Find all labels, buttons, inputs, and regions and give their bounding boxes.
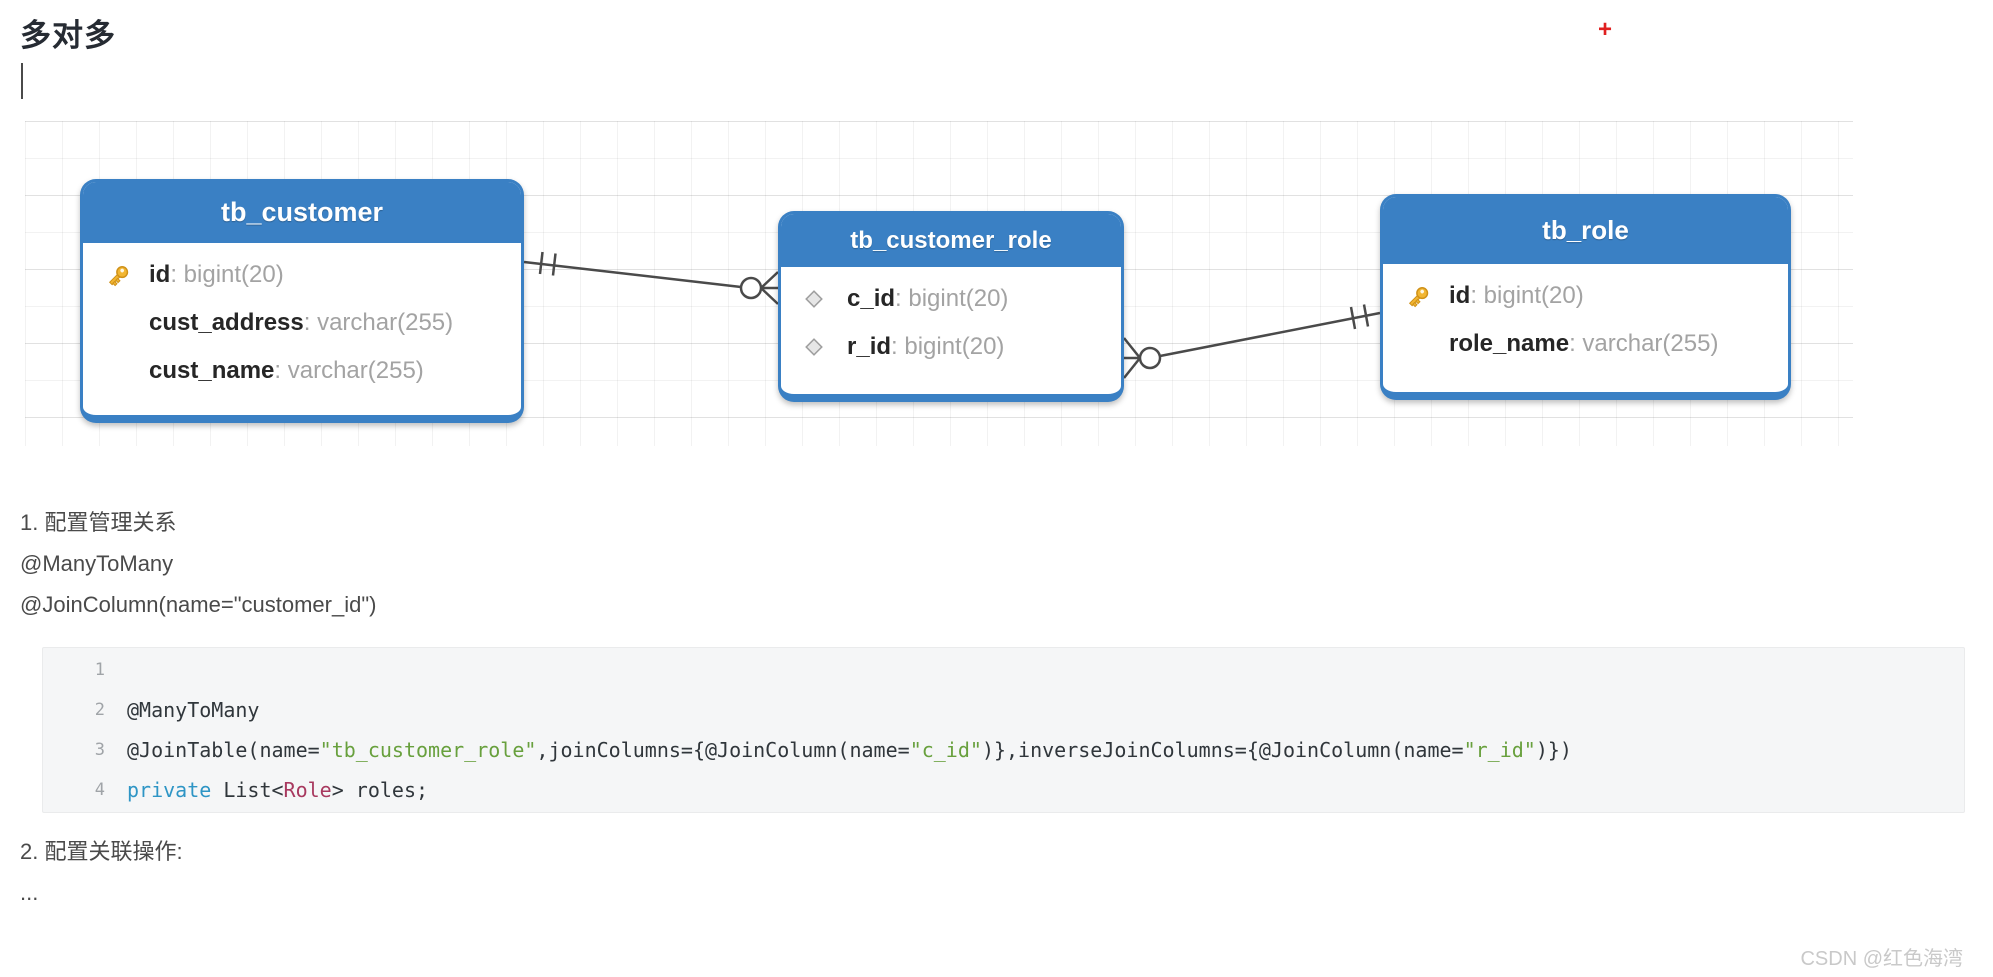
note-ellipsis: ... <box>20 880 39 905</box>
er-table-title: tb_customer_role <box>781 214 1121 267</box>
notes-section: 1. 配置管理关系 @ManyToMany @JoinColumn(name="… <box>20 502 1993 625</box>
notes-section-2: 2. 配置关联操作: ... <box>20 831 1993 913</box>
field-name: r_id <box>847 333 892 360</box>
er-table-tb_customer_role: tb_customer_role c_id: bigint(20) r_id: … <box>778 211 1124 402</box>
er-table-fields: id: bigint(20)role_name: varchar(255) <box>1383 264 1788 368</box>
code-line: 3@JoinTable(name="tb_customer_role",join… <box>43 730 1964 770</box>
field-type: : bigint(20) <box>1470 282 1584 309</box>
er-table-fields: id: bigint(20)cust_address: varchar(255)… <box>83 243 521 395</box>
field-type: : bigint(20) <box>170 261 284 288</box>
key-icon <box>108 265 129 286</box>
code-token-plain: List< <box>211 778 284 802</box>
er-table-fields: c_id: bigint(20) r_id: bigint(20) <box>781 267 1121 371</box>
code-text: private List<Role> roles; <box>105 778 428 802</box>
code-line: 2 @ManyToMany <box>43 690 1964 730</box>
primary-key-icon-slot <box>105 262 149 289</box>
line-number: 1 <box>94 660 105 680</box>
code-token-type: Role <box>283 778 332 802</box>
editor-text-line[interactable] <box>21 62 1993 100</box>
code-token-plain: @ManyToMany <box>127 698 260 722</box>
er-field-row: id: bigint(20) <box>83 251 521 299</box>
code-token-string: "r_id" <box>1463 738 1536 762</box>
note-item-1: 1. 配置管理关系 <box>20 510 177 535</box>
er-field-row: cust_address: varchar(255) <box>83 299 521 347</box>
code-token-keyword: private <box>127 778 212 802</box>
code-text: @ManyToMany <box>105 698 259 722</box>
diamond-icon <box>805 290 823 308</box>
code-token-plain: > roles; <box>331 778 429 802</box>
diamond-icon <box>805 338 823 356</box>
note-item-2: 2. 配置关联操作: <box>20 839 183 864</box>
er-field-row: cust_name: varchar(255) <box>83 347 521 395</box>
primary-key-icon-slot <box>1405 283 1449 310</box>
field-name: id <box>1449 282 1471 309</box>
er-table-tb_role: tb_role id: bigint(20)role_name: varchar… <box>1380 194 1791 400</box>
er-table-tb_customer: tb_customer id: bigint(20)cust_address: … <box>80 179 524 423</box>
er-field-row: c_id: bigint(20) <box>781 275 1121 323</box>
relation-customer-to-customerrole <box>523 251 779 305</box>
page-title: 多对多 <box>20 18 116 53</box>
code-line: 1 <box>43 650 1964 690</box>
plus-marker-button[interactable]: + <box>1598 16 1613 43</box>
line-number: 2 <box>94 700 105 720</box>
line-number: 3 <box>94 740 105 760</box>
er-field-row: role_name: varchar(255) <box>1383 320 1788 368</box>
field-type: : bigint(20) <box>895 285 1009 312</box>
code-token-string: "c_id" <box>909 738 982 762</box>
field-type: : varchar(255) <box>1569 330 1719 357</box>
relationship-connectors <box>523 251 1381 379</box>
code-token-plain: ,joinColumns={@JoinColumn(name= <box>536 738 910 762</box>
watermark: CSDN @红色海湾 <box>1800 948 1963 970</box>
foreign-key-icon-slot <box>803 288 847 310</box>
er-field-row: id: bigint(20) <box>1383 272 1788 320</box>
field-type: : varchar(255) <box>303 309 454 336</box>
note-join-column: @JoinColumn(name="customer_id") <box>20 592 377 617</box>
text-caret-icon <box>21 63 23 99</box>
code-text: @JoinTable(name="tb_customer_role",joinC… <box>105 738 1572 762</box>
code-token-plain: )},inverseJoinColumns={@JoinColumn(name= <box>981 738 1464 762</box>
field-name: c_id <box>847 285 896 312</box>
note-many-to-many: @ManyToMany <box>20 551 174 576</box>
field-name: cust_address <box>149 309 304 336</box>
field-name: cust_name <box>149 357 275 384</box>
code-token-string: "tb_customer_role" <box>319 738 537 762</box>
line-number: 4 <box>94 780 105 800</box>
field-type: : bigint(20) <box>891 333 1005 360</box>
field-name: id <box>149 261 171 288</box>
er-table-title: tb_customer <box>83 182 521 243</box>
code-token-plain: )}) <box>1535 738 1572 762</box>
relation-customerrole-to-role <box>1123 304 1381 379</box>
er-field-row: r_id: bigint(20) <box>781 323 1121 371</box>
er-table-title: tb_role <box>1383 197 1788 264</box>
key-icon <box>1408 286 1429 307</box>
er-diagram: tb_customer id: bigint(20)cust_address: … <box>25 121 1853 446</box>
foreign-key-icon-slot <box>803 336 847 358</box>
field-type: : varchar(255) <box>274 357 424 384</box>
code-token-plain: @JoinTable(name= <box>127 738 320 762</box>
field-name: role_name <box>1449 330 1570 357</box>
